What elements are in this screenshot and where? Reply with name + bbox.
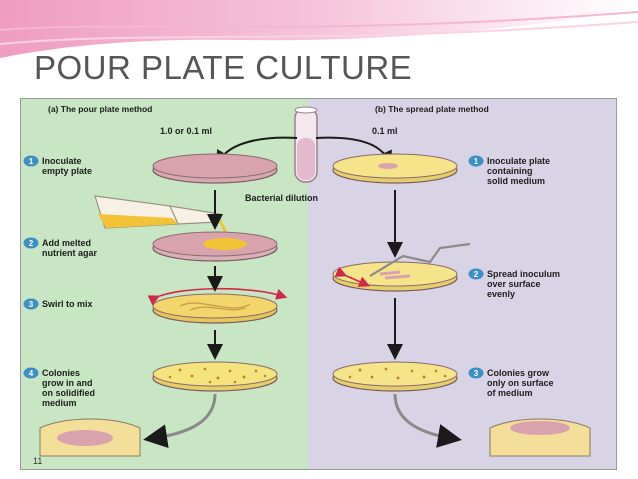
spreader-rod <box>369 242 471 277</box>
pour-cross-section <box>39 418 141 457</box>
page-number: 11 <box>33 456 43 466</box>
step-b-2-label: Spread inoculum over surface evenly <box>487 269 561 299</box>
step-a-2-label: Add melted nutrient agar <box>42 238 98 258</box>
badge-a-3: 3 <box>23 298 39 310</box>
badge-a-2: 2 <box>23 237 39 249</box>
bacterial-dilution-label: Bacterial dilution <box>245 193 319 203</box>
plate-adding-agar <box>152 231 278 262</box>
badge-b-2: 2 <box>468 268 484 280</box>
svg-text:3: 3 <box>29 300 34 309</box>
badge-b-3: 3 <box>468 367 484 379</box>
panel-a-background <box>20 98 308 470</box>
empty-plate <box>152 153 278 184</box>
slide-banner <box>0 0 638 58</box>
plate-pour-colonies <box>152 361 278 392</box>
plate-spread-colonies <box>332 361 458 392</box>
step-b-3-label: Colonies grow only on surface of medium <box>487 368 554 398</box>
svg-text:2: 2 <box>29 239 34 248</box>
svg-text:3: 3 <box>474 369 479 378</box>
svg-text:2: 2 <box>474 270 479 279</box>
svg-text:4: 4 <box>29 369 34 378</box>
figure-artwork: 1 2 3 4 1 2 3 <box>20 98 617 470</box>
slide-title: POUR PLATE CULTURE <box>34 49 413 86</box>
figure-frame <box>20 98 617 470</box>
panel-b-volume: 0.1 ml <box>372 126 398 136</box>
badge-b-1: 1 <box>468 155 484 167</box>
step-a-3-label: Swirl to mix <box>42 299 93 309</box>
badge-a-4: 4 <box>23 367 39 379</box>
bacterial-dilution-tube <box>294 106 318 183</box>
step-a-1-label: Inoculate empty plate <box>42 156 93 176</box>
panel-a-heading: (a) The pour plate method <box>48 104 153 114</box>
panel-a-volume: 1.0 or 0.1 ml <box>160 126 213 136</box>
cutaway-arrow-a <box>143 393 217 449</box>
step-b-1-label: Inoculate plate containing solid medium <box>487 156 551 186</box>
panel-b-heading: (b) The spread plate method <box>375 104 489 114</box>
solid-medium-plate <box>332 153 458 184</box>
plate-swirling <box>147 287 288 324</box>
plate-spreading <box>332 242 471 292</box>
spread-cross-section <box>489 418 591 457</box>
badge-a-1: 1 <box>23 155 39 167</box>
svg-text:1: 1 <box>474 157 479 166</box>
spread-arrow <box>334 266 371 287</box>
pour-plate-figure: 1 2 3 4 1 2 3 <box>20 98 617 470</box>
step-a-4-label: Colonies grow in and on solidified mediu… <box>42 368 95 408</box>
svg-text:1: 1 <box>29 157 34 166</box>
cutaway-arrow-b <box>393 393 462 448</box>
